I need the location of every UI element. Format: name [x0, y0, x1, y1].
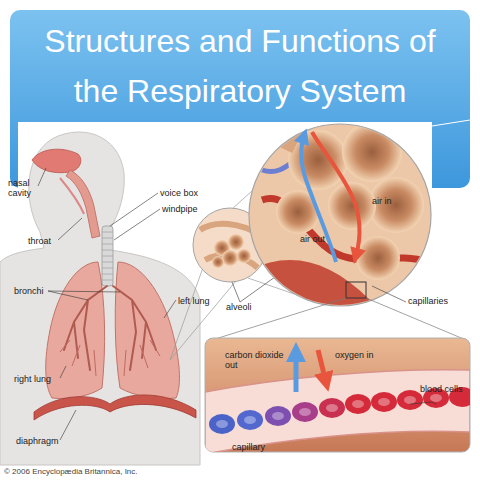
leader-line: [110, 193, 158, 226]
alveolus: [222, 250, 238, 266]
blood-cell: [209, 414, 235, 434]
part-label: © 2006 Encyclopædia Britannica, Inc.: [4, 467, 224, 477]
part-label: bronchi: [14, 286, 64, 296]
leader-line: [38, 168, 46, 186]
nasal-cavity: [32, 149, 81, 172]
bronchi: [64, 286, 156, 370]
leader-line: [60, 366, 66, 378]
leader-line: [164, 300, 176, 318]
cell-highlight: [244, 416, 256, 424]
capillary-bed: [250, 260, 430, 320]
part-label: throat: [28, 236, 68, 246]
cell-highlight: [430, 394, 442, 402]
part-label: capillaries: [408, 296, 470, 306]
cell-highlight: [216, 420, 228, 428]
leader-line: [60, 410, 76, 440]
part-label: blood cells: [420, 384, 478, 394]
part-label: air out: [300, 234, 344, 244]
windpipe-rings: [102, 232, 113, 280]
cell-highlight: [272, 412, 284, 420]
leader-line: [410, 402, 436, 404]
blood-cell: [237, 410, 263, 430]
part-label: air in: [372, 196, 412, 206]
part-label: nasal cavity: [8, 178, 42, 198]
cell-highlight: [299, 408, 311, 416]
blood-cell: [371, 392, 397, 412]
capillary-wall: [205, 370, 470, 452]
part-label: carbon dioxide out: [225, 350, 291, 370]
blood-cell: [292, 402, 318, 422]
part-label: alveoli: [226, 302, 276, 312]
blood-cell: [319, 398, 345, 418]
cell-highlight: [404, 396, 416, 404]
oxygen-in-arrow: [318, 350, 326, 382]
part-label: right lung: [14, 374, 69, 384]
blood-cell: [265, 406, 291, 426]
part-label: voice box: [160, 188, 220, 198]
part-label: capillary: [232, 442, 292, 452]
band-accent-line: [432, 120, 470, 126]
part-label: oxygen in: [335, 350, 395, 360]
co2-out-arrow: [294, 352, 299, 392]
air-passage: [286, 120, 300, 150]
blood-cell: [397, 390, 423, 410]
leader-line: [372, 286, 406, 302]
alveolus: [342, 122, 402, 182]
alveolus: [228, 234, 244, 250]
alveolus: [212, 256, 224, 268]
title: Structures and Functions of the Respirat…: [20, 16, 460, 116]
alveolus: [356, 236, 400, 280]
leader-line: [58, 218, 82, 240]
cell-highlight: [378, 398, 390, 406]
windpipe: [102, 226, 113, 286]
part-label: left lung: [178, 296, 228, 306]
zoom-marker: [346, 282, 366, 298]
alveolus: [237, 249, 251, 263]
part-label: windpipe: [162, 204, 222, 214]
cell-highlight: [326, 404, 338, 412]
leader-line: [114, 209, 160, 240]
alveolus: [368, 177, 424, 233]
body-silhouette: [0, 132, 200, 465]
diaphragm: [34, 395, 196, 420]
left-lung: [115, 262, 179, 399]
part-label: diaphragm: [16, 436, 76, 446]
bronchioles: [60, 340, 160, 376]
mouth-passage: [60, 178, 84, 214]
leader-line: [48, 291, 120, 300]
cell-highlight: [352, 400, 364, 408]
alveolus: [328, 182, 376, 230]
blood-cell: [345, 394, 371, 414]
